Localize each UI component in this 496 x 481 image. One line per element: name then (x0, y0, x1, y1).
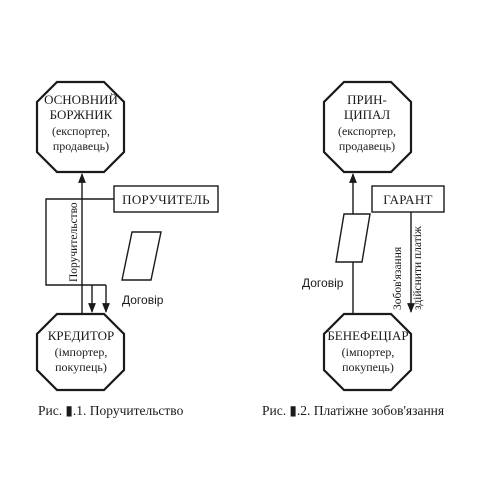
guarantor-connector (45, 198, 114, 286)
guarantee-box (371, 185, 445, 213)
guarantor-box (113, 185, 219, 213)
beneficiary-node-line-3: покупець) (342, 360, 394, 374)
contract-label: Договір (122, 293, 164, 307)
creditor-node (35, 312, 126, 392)
figure-2: ПРИН- ЦИПАЛ (експортер, продавець) БЕНЕФ… (262, 80, 445, 418)
principal-node-line-2: ЦИПАЛ (344, 107, 391, 122)
beneficiary-node-line-1: БЕНЕФЕЦІАР (327, 328, 408, 343)
creditor-node-line-2: (імпортер, (55, 345, 108, 359)
suretyship-label: Поручительство (68, 202, 80, 282)
debtor-node (35, 80, 126, 174)
beneficiary-node-line-2: (імпортер, (342, 345, 395, 359)
contract-document (121, 231, 162, 281)
principal-node-line-4: продавець) (339, 139, 395, 153)
caption-figure-1: Рис. ▮.1. Поручительство (38, 403, 184, 418)
beneficiary-node (322, 312, 413, 392)
creditor-node-line-3: покупець) (55, 360, 107, 374)
obligation-label-1: Зобов'язання (392, 246, 404, 310)
creditor-node-line-1: КРЕДИТОР (48, 328, 115, 343)
debtor-node-line-1: ОСНОВНИЙ (44, 92, 118, 107)
principal-node-line-3: (експортер, (338, 124, 396, 138)
principal-node (322, 80, 413, 174)
obligation-label-2: здійснити платіж (412, 226, 424, 310)
contract-document-2 (335, 213, 371, 263)
caption-figure-2: Рис. ▮.2. Платіжне зобов'язання (262, 403, 444, 418)
figure-1: ОСНОВНИЙ БОРЖНИК (експортер, продавець) … (35, 80, 219, 418)
contract-label-2: Договір (302, 276, 344, 290)
debtor-node-line-2: БОРЖНИК (50, 107, 113, 122)
principal-node-line-1: ПРИН- (347, 92, 387, 107)
debtor-node-line-3: (експортер, (52, 124, 110, 138)
guarantee-box-label: ГАРАНТ (383, 192, 433, 207)
guarantor-box-label: ПОРУЧИТЕЛЬ (122, 192, 210, 207)
debtor-node-line-4: продавець) (53, 139, 109, 153)
